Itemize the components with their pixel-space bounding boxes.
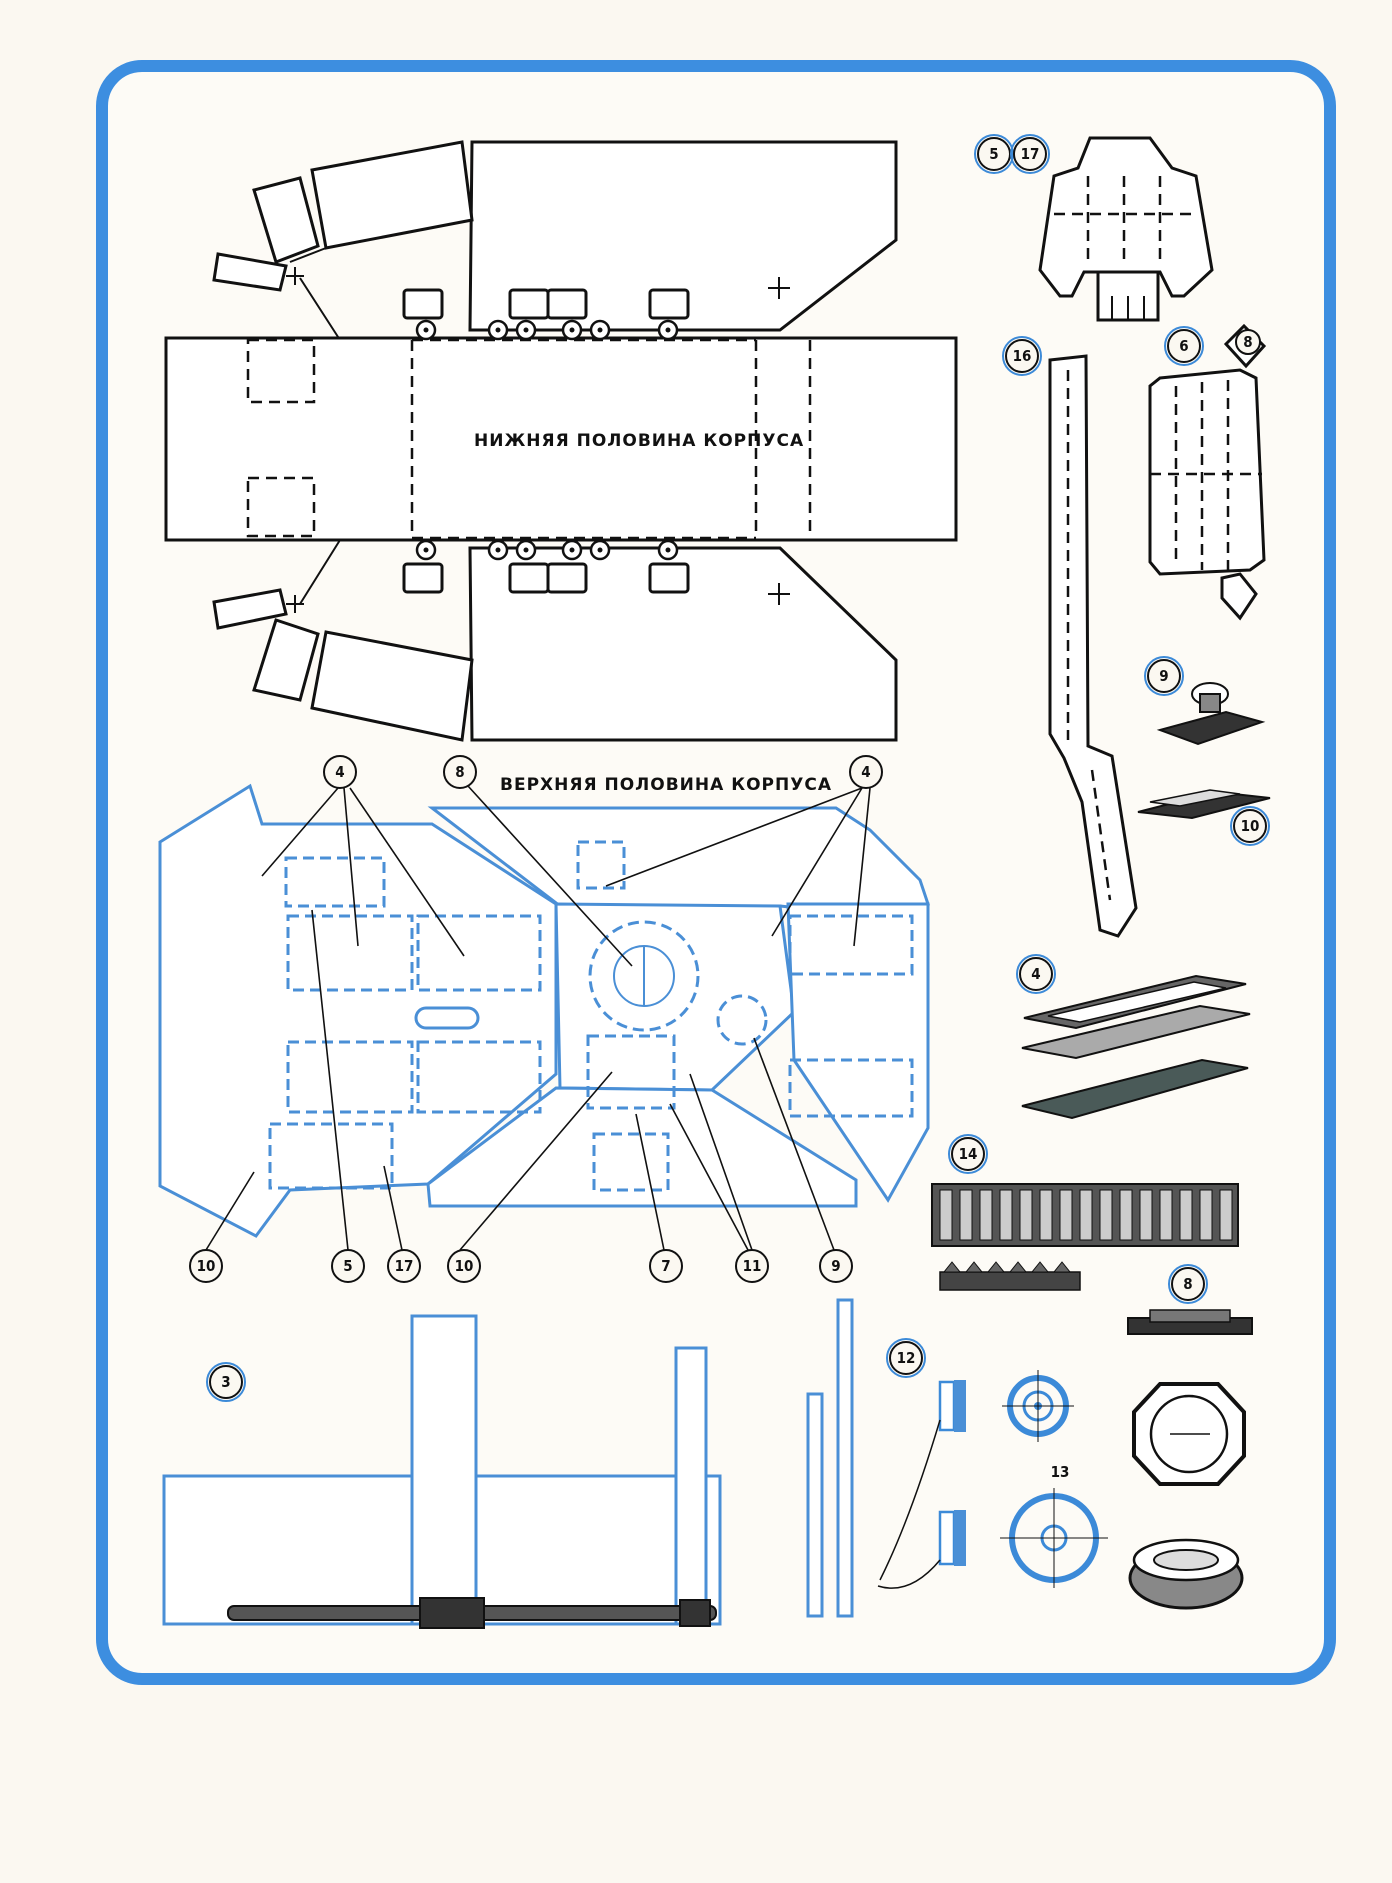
strips-12 <box>806 1298 854 1618</box>
part-9-drawing <box>1156 682 1266 746</box>
badge-12: 12 <box>897 1349 916 1367</box>
badge-17: 17 <box>1021 145 1040 163</box>
badge-bottom-17: 17 <box>395 1257 414 1275</box>
badge-upper-4-right: 4 <box>861 763 870 781</box>
badge-3: 3 <box>221 1373 230 1391</box>
part-4-drawing <box>1021 974 1251 1120</box>
part-14-track <box>931 1183 1239 1291</box>
badge-upper-4-left: 4 <box>335 763 344 781</box>
badge-16: 16 <box>1013 347 1032 365</box>
part-number-badges: 5 17 16 6 8 9 10 4 14 8 12 13 3 4 8 4 10 <box>189 134 1270 1481</box>
part-16-drawing <box>1048 354 1138 938</box>
badge-8: 8 <box>1183 1275 1192 1293</box>
badge-upper-8: 8 <box>455 763 464 781</box>
badge-bottom-7: 7 <box>661 1257 670 1275</box>
lower-hull-pattern: НИЖНЯЯ ПОЛОВИНА КОРПУСА <box>164 140 958 742</box>
badge-bottom-11: 11 <box>743 1257 762 1275</box>
part-5-17-drawing <box>1038 136 1214 322</box>
badge-bottom-9: 9 <box>831 1257 840 1275</box>
badge-bottom-10-left: 10 <box>197 1257 216 1275</box>
badge-bottom-5: 5 <box>343 1257 352 1275</box>
upper-hull-pattern <box>158 783 930 1238</box>
leader-lines <box>205 785 871 1251</box>
badge-bottom-10-right: 10 <box>455 1257 474 1275</box>
badge-10: 10 <box>1241 817 1260 835</box>
part-3-pattern <box>162 1314 722 1629</box>
upper-hull-label: ВЕРХНЯЯ ПОЛОВИНА КОРПУСА <box>500 775 832 795</box>
badge-14: 14 <box>959 1145 978 1163</box>
badge-13: 13 <box>1051 1463 1070 1481</box>
badge-8-small: 8 <box>1243 333 1252 351</box>
part-10-drawing <box>1137 789 1271 820</box>
badge-4: 4 <box>1031 965 1040 983</box>
badge-5: 5 <box>989 145 998 163</box>
part-8-turret <box>1127 1309 1253 1610</box>
lower-hull-label: НИЖНЯЯ ПОЛОВИНА КОРПУСА <box>474 431 804 451</box>
badge-9: 9 <box>1159 667 1168 685</box>
part-12-13-wheels <box>877 1370 1108 1589</box>
badge-6: 6 <box>1179 337 1188 355</box>
part-6-drawing <box>1148 323 1267 621</box>
